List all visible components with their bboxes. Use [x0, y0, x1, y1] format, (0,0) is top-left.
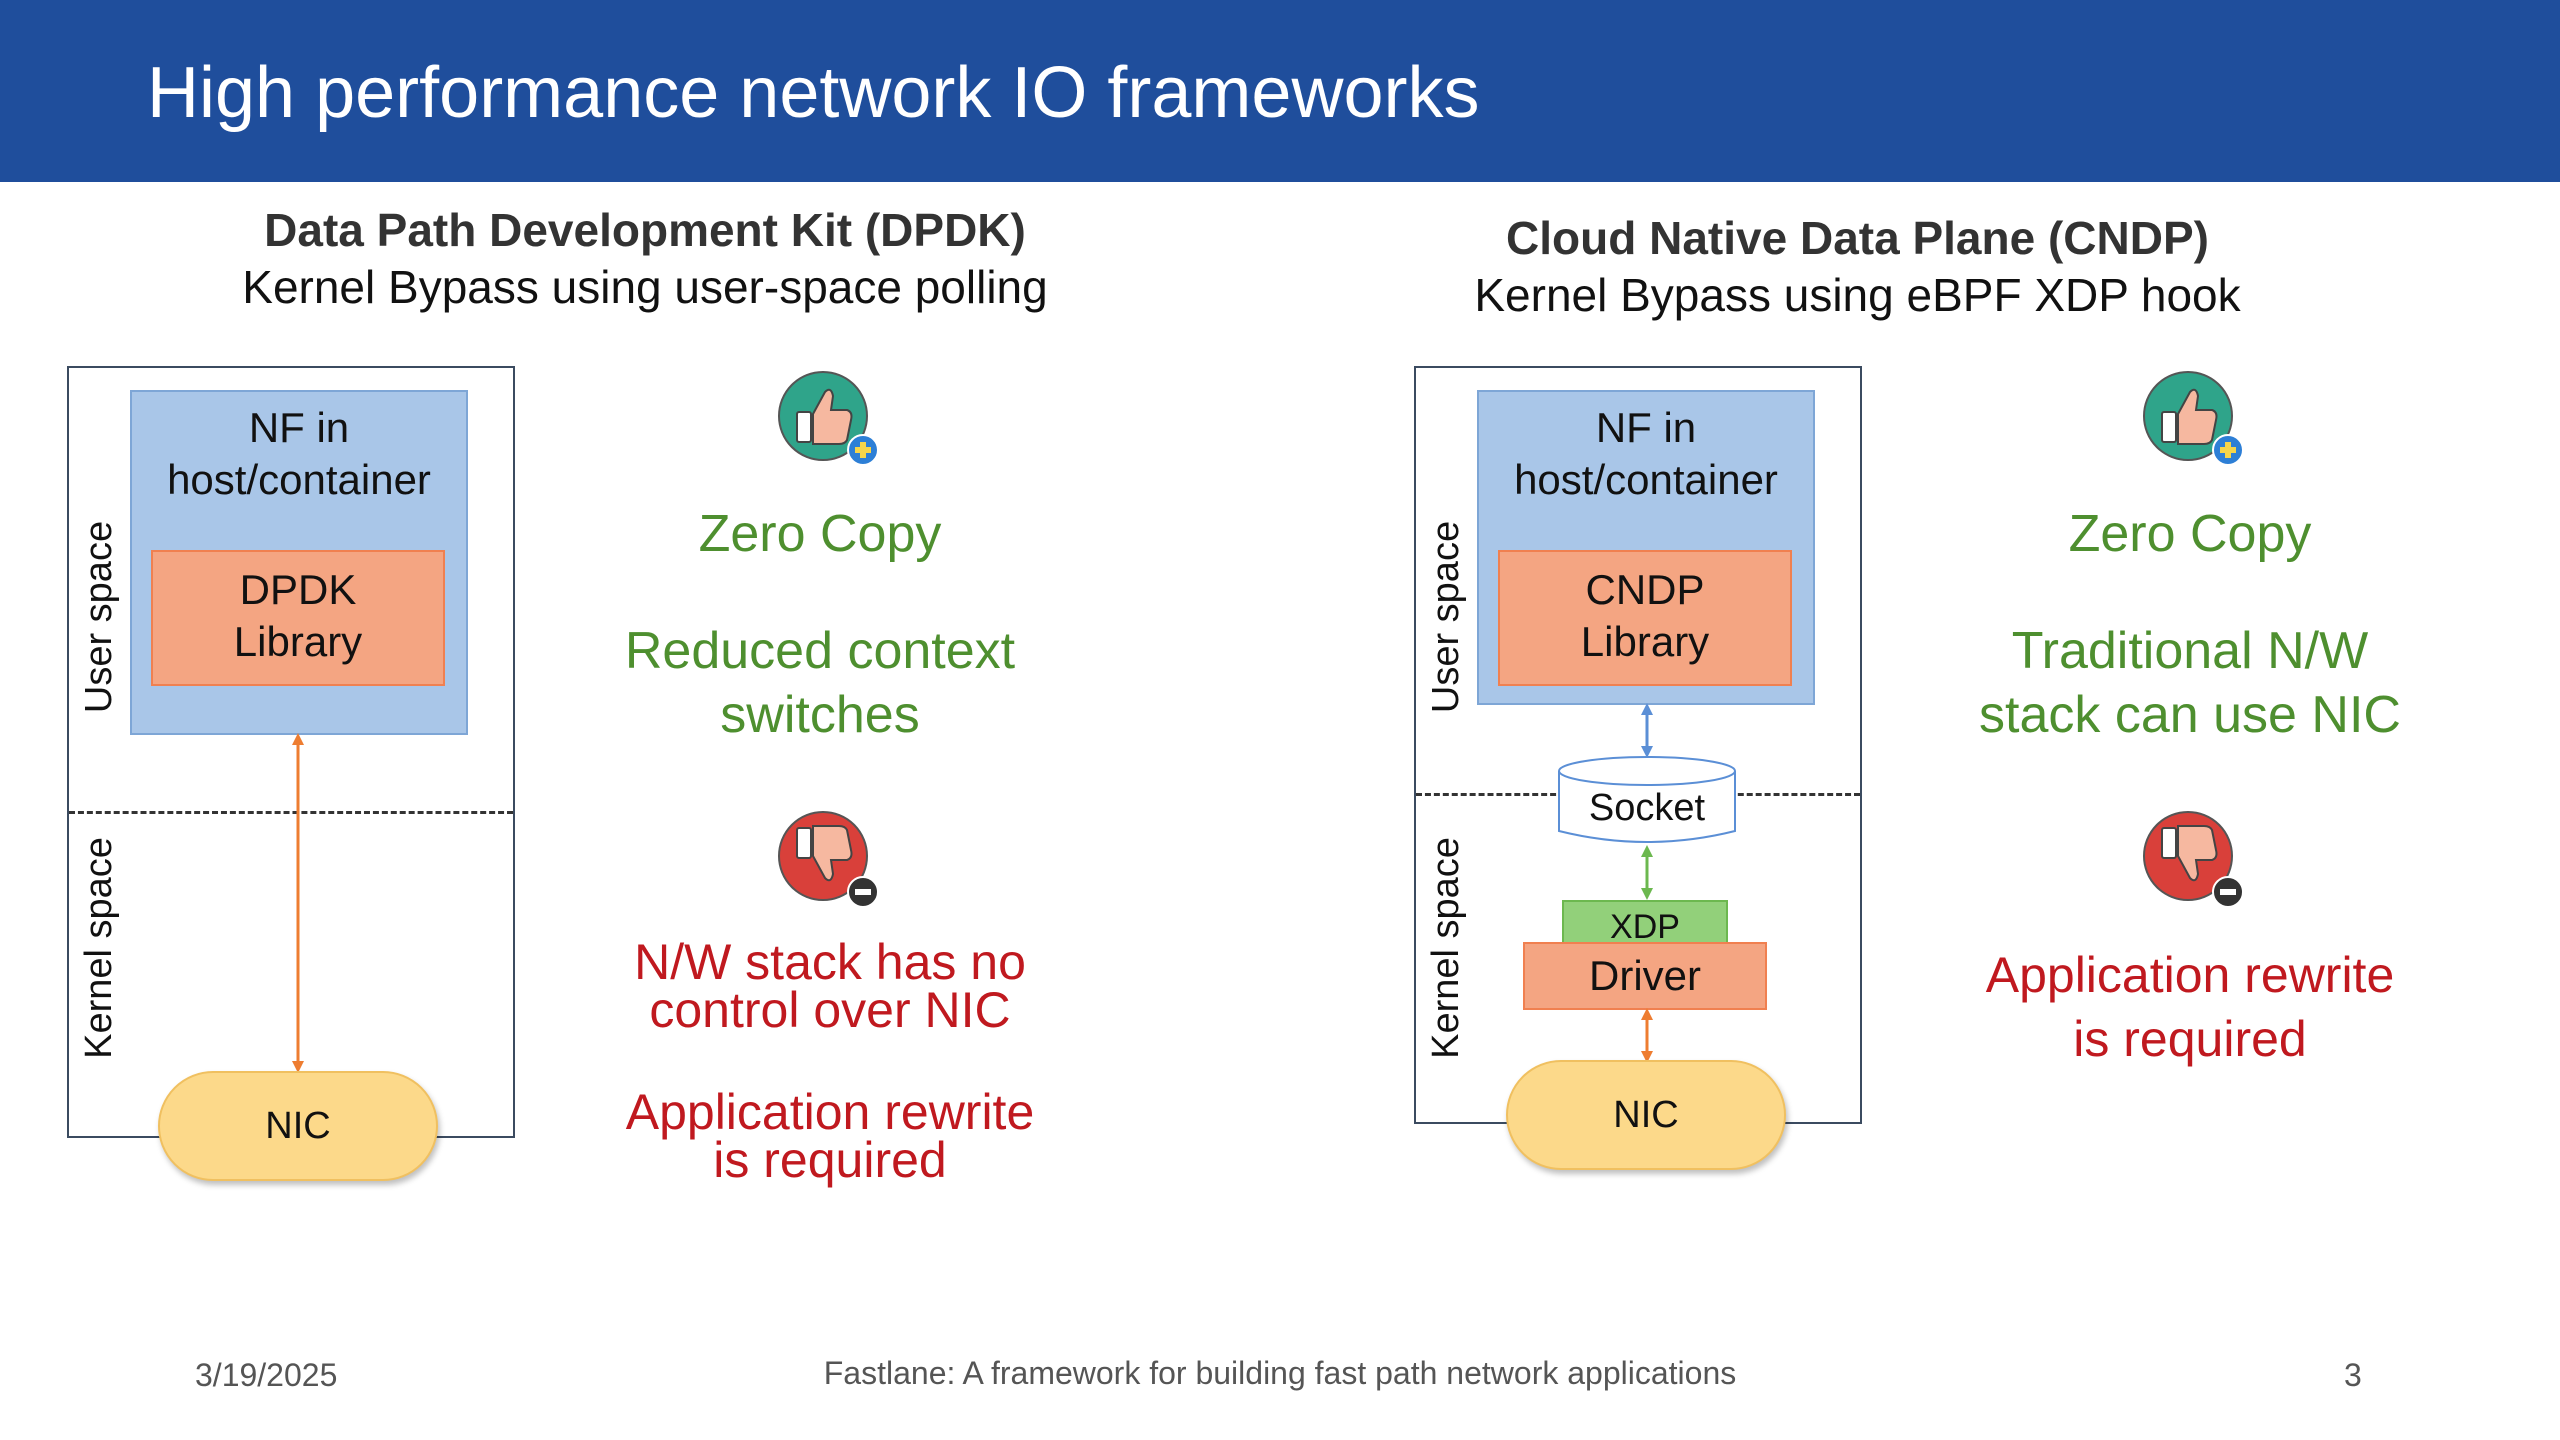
cndp-driver: Driver — [1523, 942, 1767, 1010]
socket-cylinder-shape — [1558, 756, 1736, 843]
dpdk-library-box: DPDK Library — [151, 550, 445, 686]
thumbs-down-minus-icon — [2143, 811, 2244, 908]
dpdk-nf-label-line2: host/container — [167, 456, 431, 503]
footer-page-number: 3 — [2344, 1357, 2362, 1393]
cndp-user-space-label: User space — [1425, 520, 1467, 714]
cndp-library-label-line1: CNDP — [1585, 566, 1705, 613]
cndp-subheading: Kernel Bypass using eBPF XDP hook — [1474, 269, 2241, 321]
cndp-library-socket-arrow — [1641, 703, 1653, 758]
dpdk-con-nw-stack-line1: N/W stack has no — [634, 934, 1026, 990]
dpdk-con-rewrite-line1: Application rewrite — [625, 1084, 1035, 1140]
dpdk-con-nw-stack-line2: control over NIC — [649, 982, 1011, 1038]
dpdk-subheading: Kernel Bypass using user-space polling — [242, 261, 1048, 313]
slide-title: High performance network IO frameworks — [147, 53, 1480, 133]
cndp-library-label-line2: Library — [1580, 618, 1710, 665]
dpdk-library-nic-arrow — [292, 733, 304, 1073]
cndp-heading: Cloud Native Data Plane (CNDP) — [1506, 212, 2209, 264]
cndp-socket-label: Socket — [1588, 787, 1706, 829]
cndp-nf-label-line1: NF in — [1595, 404, 1697, 451]
cndp-con-rewrite-line1: Application rewrite — [1985, 947, 2395, 1003]
dpdk-con-rewrite-line2: is required — [713, 1132, 947, 1188]
dpdk-pro-context-line1: Reduced context — [624, 622, 1016, 680]
cndp-nic: NIC — [1506, 1060, 1786, 1170]
dpdk-library-label-line2: Library — [233, 618, 363, 665]
thumbs-up-plus-icon — [778, 371, 879, 466]
cndp-pro-zero-copy: Zero Copy — [2068, 505, 2312, 563]
dpdk-nic: NIC — [158, 1071, 438, 1181]
footer-date: 3/19/2025 — [195, 1357, 338, 1393]
cndp-pro-nw-stack-line2: stack can use NIC — [1979, 686, 2401, 744]
cndp-socket-xdp-arrow — [1641, 845, 1653, 900]
dpdk-user-kernel-divider — [69, 811, 513, 814]
cndp-library-box: CNDP Library — [1498, 550, 1792, 686]
dpdk-nf-label-line1: NF in — [248, 404, 350, 451]
cndp-socket: Socket — [1557, 755, 1737, 850]
dpdk-pro-context-line2: switches — [720, 686, 920, 744]
dpdk-user-space-label: User space — [78, 520, 120, 714]
dpdk-heading: Data Path Development Kit (DPDK) — [264, 204, 1026, 256]
cndp-nf-label-line2: host/container — [1514, 456, 1778, 503]
dpdk-library-label-line1: DPDK — [239, 566, 357, 613]
cndp-driver-nic-arrow — [1641, 1008, 1653, 1063]
cndp-con-rewrite-line2: is required — [2073, 1011, 2307, 1067]
dpdk-pro-zero-copy: Zero Copy — [698, 505, 942, 563]
cndp-kernel-space-label: Kernel space — [1425, 837, 1467, 1059]
cndp-pro-nw-stack-line1: Traditional N/W — [2011, 622, 2369, 680]
footer-caption: Fastlane: A framework for building fast … — [823, 1355, 1737, 1391]
title-bar: High performance network IO frameworks — [0, 0, 2560, 182]
thumbs-up-plus-icon — [2143, 371, 2244, 466]
dpdk-kernel-space-label: Kernel space — [78, 837, 120, 1059]
thumbs-down-minus-icon — [778, 811, 879, 908]
